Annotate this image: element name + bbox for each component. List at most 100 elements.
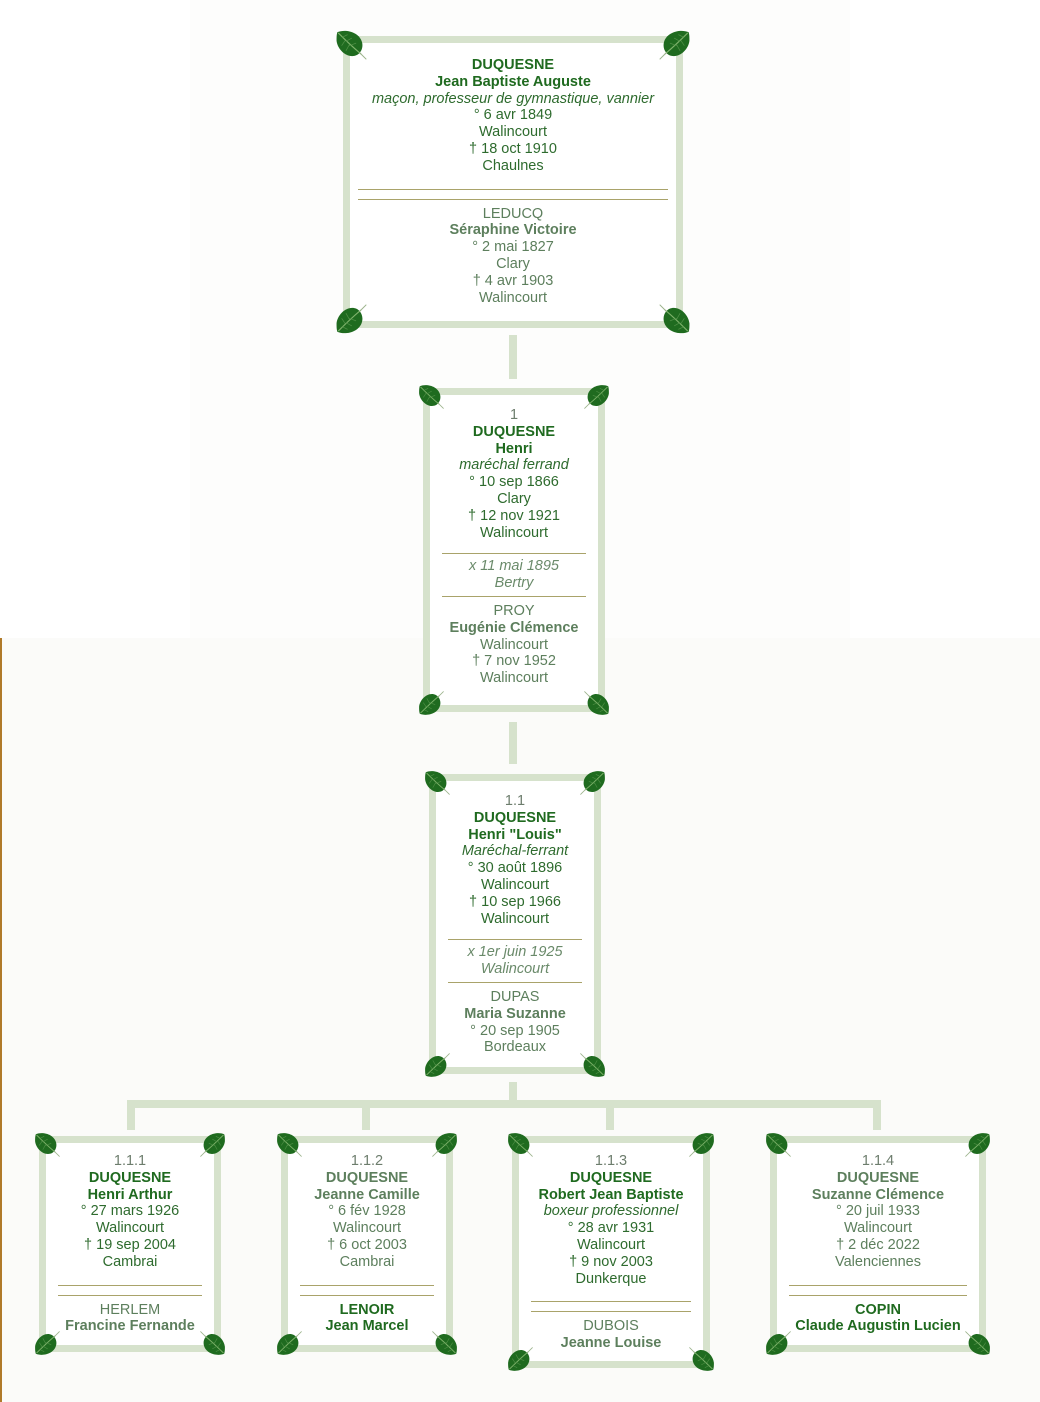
spouse-surname: DUBOIS: [583, 1318, 639, 1335]
separator: [442, 595, 586, 597]
leaf-icon: [33, 1330, 61, 1358]
connector-child-2: [362, 1100, 370, 1130]
surname: DUQUESNE: [836, 1169, 920, 1186]
person-number: 1.1.3: [594, 1153, 628, 1169]
marriage-place: Bertry: [494, 575, 534, 592]
given-names: Jeanne Camille: [314, 1186, 420, 1203]
leaf-icon: [417, 382, 445, 410]
given-names: Suzanne Clémence: [811, 1186, 945, 1203]
birth-place: Walincourt: [96, 1220, 164, 1237]
birth-date: ° 6 avr 1849: [473, 107, 553, 124]
separator: [448, 939, 582, 941]
spouse-death-date: † 4 avr 1903: [472, 272, 554, 289]
spouse-death-place: Walincourt: [480, 670, 548, 687]
surname: DUQUESNE: [471, 57, 555, 73]
person-card-1-1-3[interactable]: 1.1.3 DUQUESNE Robert Jean Baptiste boxe…: [508, 1133, 714, 1371]
person-number: 1.1.2: [350, 1153, 384, 1169]
connector-children-bar: [127, 1100, 881, 1108]
person-number: 1.1.1: [113, 1153, 147, 1169]
leaf-icon: [583, 382, 611, 410]
birth-date: ° 30 août 1896: [467, 860, 563, 877]
spouse-surname: DUPAS: [490, 988, 540, 1005]
death-date: † 12 nov 1921: [468, 507, 560, 524]
birth-place: Walincourt: [577, 1236, 645, 1253]
person-card-root[interactable]: DUQUESNE Jean Baptiste Auguste maçon, pr…: [336, 30, 690, 334]
connector-child-4: [873, 1100, 881, 1130]
leaf-icon: [964, 1330, 992, 1358]
death-date: † 6 oct 2003: [327, 1236, 407, 1253]
spouse-given-names: Jean Marcel: [325, 1318, 409, 1335]
connector-gen2-down: [509, 1082, 517, 1102]
birth-place: Walincourt: [844, 1220, 912, 1237]
person-number: 1.1: [504, 793, 526, 809]
separator: [448, 981, 582, 983]
birth-place: Walincourt: [481, 876, 549, 893]
surname: DUQUESNE: [325, 1169, 409, 1186]
death-place: Walincourt: [481, 910, 549, 927]
person-number: 1.1.4: [861, 1153, 895, 1169]
person-card-1-1-4[interactable]: 1.1.4 DUQUESNE Suzanne Clémence ° 20 jui…: [766, 1133, 990, 1355]
death-place: Valenciennes: [835, 1253, 921, 1270]
person-card-1-1-2[interactable]: 1.1.2 DUQUESNE Jeanne Camille ° 6 fév 19…: [277, 1133, 457, 1355]
birth-place: Walincourt: [479, 124, 547, 141]
person-card-1-1[interactable]: 1.1 DUQUESNE Henri "Louis" Maréchal-ferr…: [425, 771, 605, 1077]
birth-date: ° 27 mars 1926: [80, 1203, 180, 1220]
marriage-date: x 1er juin 1925: [467, 944, 563, 961]
connector-gen1-gen2: [509, 722, 517, 764]
death-date: † 10 sep 1966: [469, 893, 561, 910]
given-names: Henri Arthur: [87, 1186, 173, 1203]
leaf-icon: [658, 303, 692, 337]
death-place: Cambrai: [339, 1253, 395, 1270]
person-card-1-1-1[interactable]: 1.1.1 DUQUESNE Henri Arthur ° 27 mars 19…: [35, 1133, 225, 1355]
surname: DUQUESNE: [472, 423, 556, 440]
birth-date: ° 20 juil 1933: [836, 1203, 920, 1220]
occupation: Maréchal-ferrant: [461, 843, 569, 860]
spouse-birth-place: Bordeaux: [483, 1039, 547, 1056]
left-edge-line: [0, 638, 2, 1402]
birth-place: Walincourt: [333, 1220, 401, 1237]
death-place: Walincourt: [480, 524, 548, 541]
spouse-surname: LEDUCQ: [482, 205, 544, 222]
leaf-icon: [964, 1130, 992, 1158]
leaf-icon: [506, 1346, 534, 1374]
spouse-given-names: Maria Suzanne: [464, 1005, 566, 1022]
separator: [300, 1284, 434, 1296]
marriage-place: Walincourt: [480, 961, 550, 978]
separator: [789, 1284, 967, 1296]
spouse-birth-place: Walincourt: [480, 636, 548, 653]
leaf-icon: [199, 1330, 227, 1358]
birth-place: Clary: [497, 490, 531, 507]
connector-root-gen1: [509, 335, 517, 379]
leaf-icon: [431, 1330, 459, 1358]
person-number: 1: [509, 407, 519, 423]
occupation: boxeur professionnel: [543, 1203, 679, 1220]
death-place: Dunkerque: [575, 1270, 647, 1287]
spouse-surname: LENOIR: [339, 1301, 395, 1318]
person-card-1[interactable]: 1 DUQUESNE Henri maréchal ferrand ° 10 s…: [419, 385, 609, 715]
spouse-birth-place: Clary: [496, 255, 530, 272]
leaf-icon: [688, 1130, 716, 1158]
leaf-icon: [417, 690, 445, 718]
leaf-icon: [764, 1330, 792, 1358]
spouse-surname: COPIN: [855, 1301, 901, 1318]
occupation: maréchal ferrand: [459, 457, 569, 474]
spouse-birth-date: ° 2 mai 1827: [472, 239, 554, 256]
leaf-icon: [334, 27, 368, 61]
leaf-icon: [579, 768, 607, 796]
leaf-icon: [764, 1130, 792, 1158]
spouse-surname: HERLEM: [99, 1301, 161, 1318]
connector-child-1: [127, 1100, 135, 1130]
given-names: Robert Jean Baptiste: [538, 1186, 684, 1203]
given-names: Jean Baptiste Auguste: [435, 73, 591, 90]
connector-child-3: [606, 1100, 614, 1130]
leaf-icon: [431, 1130, 459, 1158]
death-place: Cambrai: [102, 1253, 158, 1270]
birth-date: ° 10 sep 1866: [469, 474, 559, 491]
birth-date: ° 6 fév 1928: [328, 1203, 406, 1220]
marriage-date: x 11 mai 1895: [468, 558, 559, 575]
leaf-icon: [33, 1130, 61, 1158]
leaf-icon: [506, 1130, 534, 1158]
spouse-given-names: Francine Fernande: [65, 1318, 195, 1335]
leaf-icon: [423, 768, 451, 796]
birth-date: ° 28 avr 1931: [567, 1220, 655, 1237]
